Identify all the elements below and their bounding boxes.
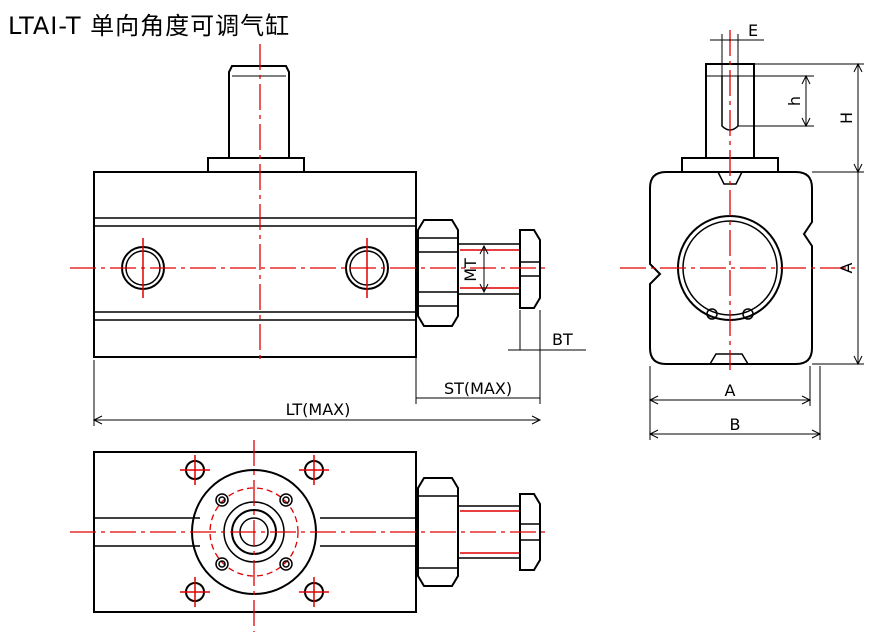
front-view: MT BT ST(MAX) LT(MAX)	[70, 44, 586, 426]
top-corner-holes	[180, 455, 329, 607]
side-small-hole-left	[706, 308, 718, 320]
side-body	[649, 171, 813, 365]
front-flange	[207, 157, 305, 173]
top-stop-head	[519, 493, 541, 571]
dim-a-vertical-label: A	[837, 262, 856, 273]
dim-e-label: E	[748, 21, 758, 40]
front-body	[93, 171, 417, 358]
dim-H-label: H	[837, 112, 856, 124]
front-shaft	[228, 65, 290, 159]
top-bolt-circle	[209, 487, 299, 577]
dim-b-label: B	[730, 415, 741, 434]
dim-h-label: h	[785, 96, 804, 106]
top-adjust-nut	[417, 477, 459, 587]
side-small-hole-right	[742, 308, 754, 320]
dim-st-label: ST(MAX)	[444, 379, 512, 398]
top-view	[70, 440, 550, 632]
dim-mt-label: MT	[461, 258, 480, 282]
top-bolt-holes	[215, 493, 293, 571]
front-stop-head	[519, 229, 541, 309]
dim-a-horizontal-label: A	[725, 381, 736, 400]
dim-bt-label: BT	[552, 330, 573, 349]
dim-lt-label: LT(MAX)	[286, 400, 351, 419]
drawing-title: LTAI-T 单向角度可调气缸	[8, 12, 291, 40]
front-adjust-nut	[417, 219, 459, 327]
side-view: E h H A A B	[620, 21, 864, 440]
